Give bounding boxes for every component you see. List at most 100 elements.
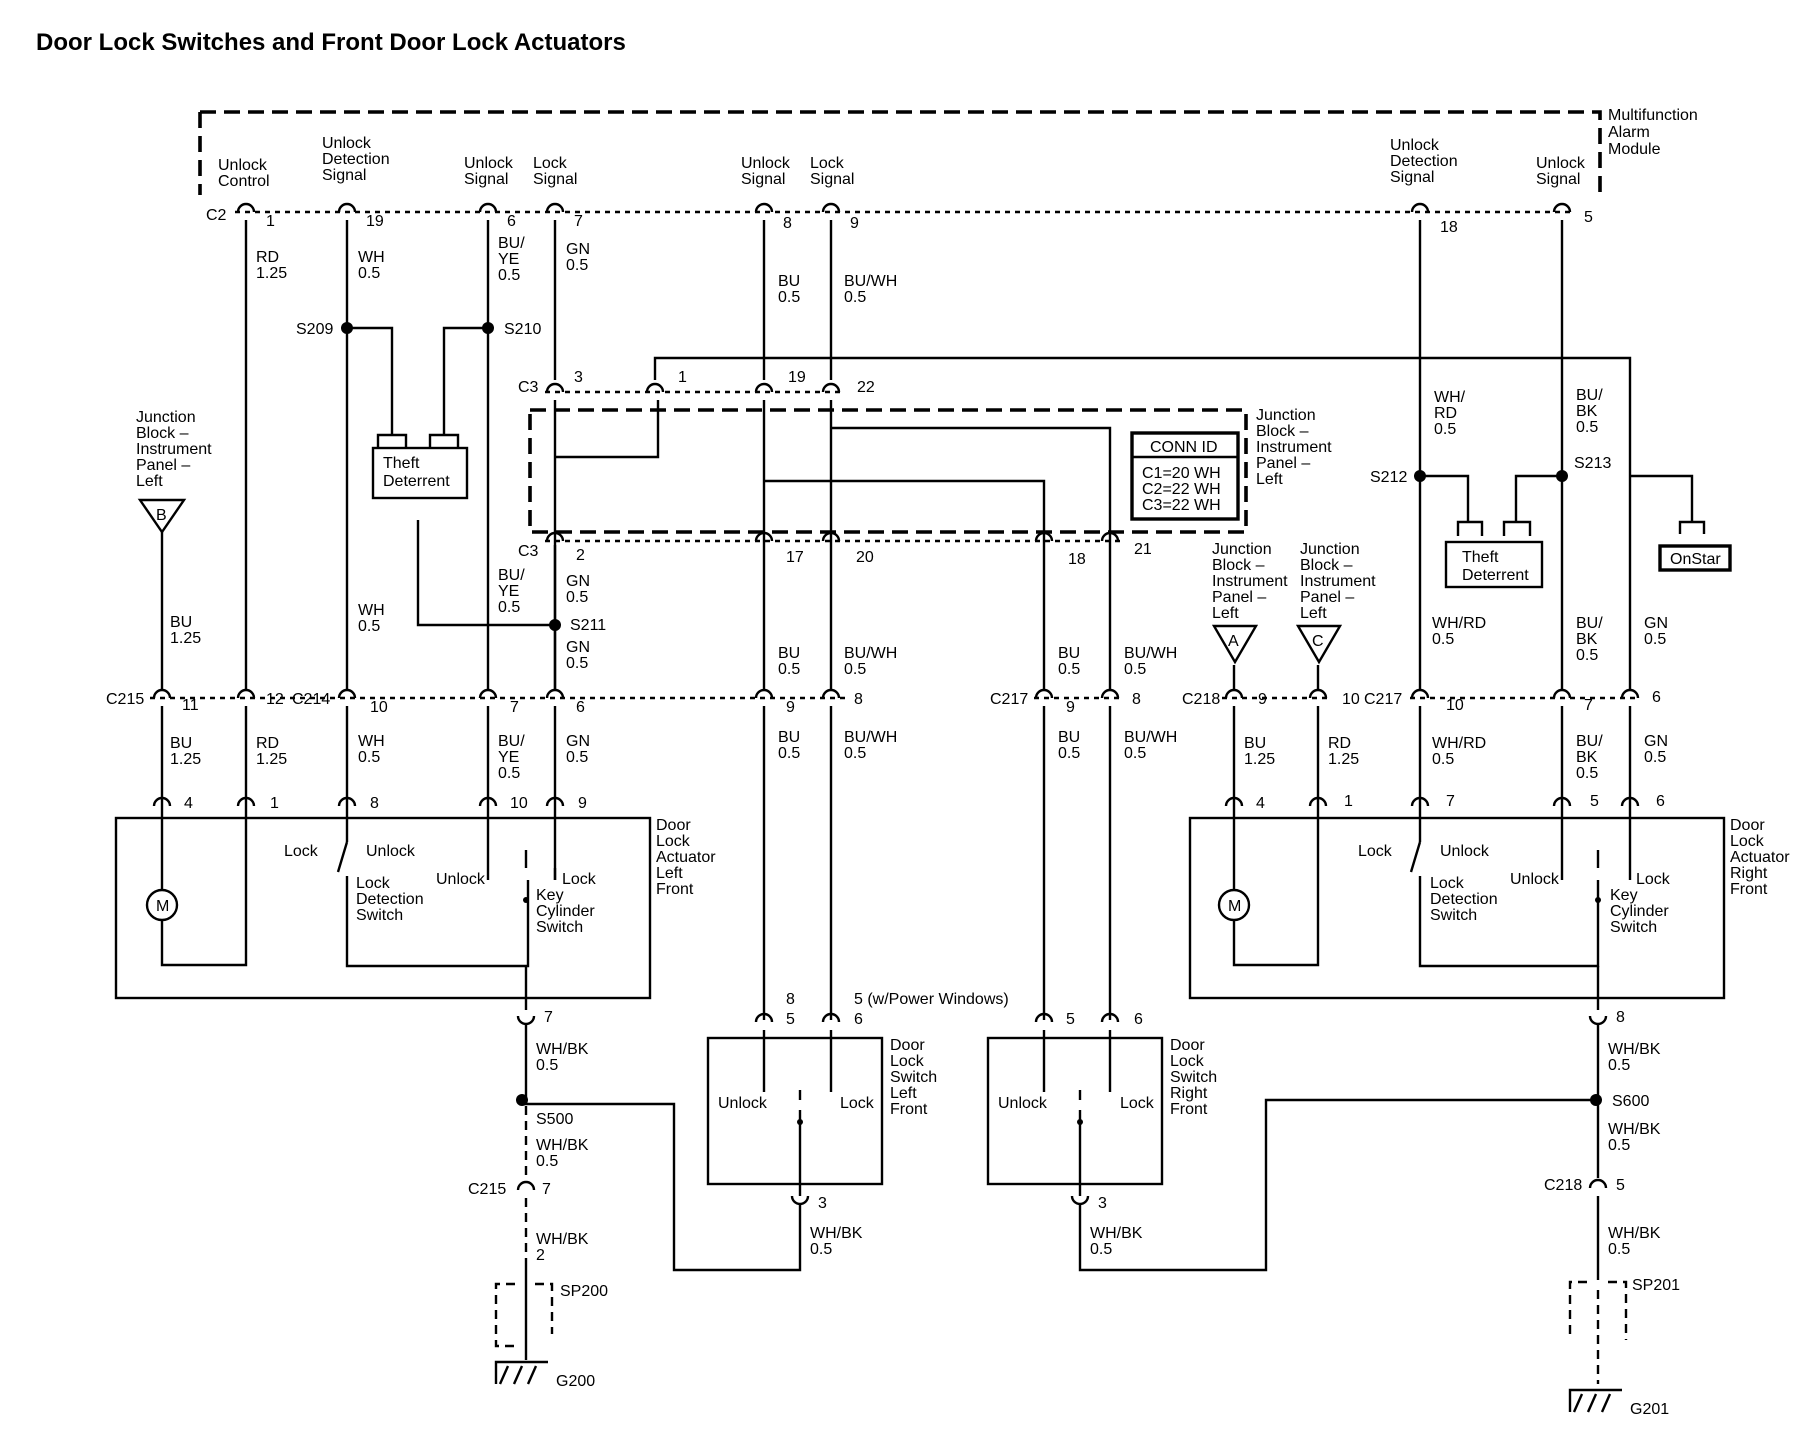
svg-text:11: 11 [182, 697, 199, 714]
svg-text:C215: C215 [468, 1181, 506, 1198]
svg-text:C217: C217 [1364, 691, 1402, 708]
svg-text:WH0.5: WH0.5 [358, 733, 385, 766]
c3-bottom-connector: C3 2 17 20 18 21 [518, 531, 1152, 568]
svg-text:Unlock: Unlock [366, 843, 416, 860]
svg-text:C3: C3 [518, 543, 539, 560]
svg-text:WH/BK0.5: WH/BK0.5 [536, 1041, 589, 1074]
svg-text:7: 7 [1446, 793, 1455, 810]
splice-s212: S212 [1370, 469, 1407, 486]
svg-text:BU0.5: BU0.5 [778, 729, 800, 762]
svg-text:Lock: Lock [562, 871, 597, 888]
svg-text:WH/RD0.5: WH/RD0.5 [1432, 615, 1486, 648]
svg-text:5: 5 [1066, 1011, 1075, 1028]
svg-text:C218: C218 [1182, 691, 1220, 708]
svg-text:OnStar: OnStar [1670, 551, 1721, 568]
conn-id-row-1: C1=20 WH [1142, 465, 1221, 482]
svg-text:3: 3 [818, 1195, 827, 1212]
svg-text:BU/WH0.5: BU/WH0.5 [844, 645, 897, 678]
svg-text:6: 6 [1656, 793, 1665, 810]
motor-left [145, 888, 179, 922]
svg-text:4: 4 [1256, 795, 1265, 812]
svg-text:BU0.5: BU0.5 [1058, 729, 1080, 762]
svg-text:GN0.5: GN0.5 [566, 241, 590, 274]
svg-text:6: 6 [1652, 689, 1661, 706]
svg-text:Lock: Lock [840, 1095, 875, 1112]
svg-text:6: 6 [854, 1011, 863, 1028]
svg-text:1: 1 [678, 369, 687, 386]
svg-text:7: 7 [574, 213, 583, 230]
svg-text:8: 8 [783, 215, 792, 232]
svg-text:3: 3 [574, 369, 583, 386]
svg-text:8: 8 [854, 691, 863, 708]
c2-pins: 1 19 6 7 8 9 18 5 [236, 202, 1593, 236]
svg-text:BU/WH0.5: BU/WH0.5 [1124, 645, 1177, 678]
svg-text:WH/BK0.5: WH/BK0.5 [1608, 1041, 1661, 1074]
svg-text:9: 9 [850, 215, 859, 232]
svg-text:Unlock: Unlock [718, 1095, 768, 1112]
splice-s213: S213 [1574, 455, 1611, 472]
svg-text:5: 5 [1584, 209, 1593, 226]
svg-text:WH/BK0.5: WH/BK0.5 [1608, 1225, 1661, 1258]
svg-text:8: 8 [1616, 1009, 1625, 1026]
svg-text:9: 9 [1258, 691, 1267, 708]
svg-text:C: C [1312, 633, 1324, 650]
svg-text:A: A [1228, 633, 1239, 650]
svg-text:7: 7 [542, 1181, 551, 1198]
svg-text:BU/BK0.5: BU/BK0.5 [1576, 615, 1603, 664]
svg-text:10: 10 [510, 795, 528, 812]
c3-top-connector: C3 3 1 19 22 [518, 369, 875, 396]
svg-text:6: 6 [1134, 1011, 1143, 1028]
svg-text:5: 5 [1590, 793, 1599, 810]
svg-text:WH/BK0.5: WH/BK0.5 [536, 1137, 589, 1170]
svg-text:19: 19 [788, 369, 806, 386]
svg-text:10: 10 [1446, 697, 1464, 714]
svg-text:SP201: SP201 [1632, 1277, 1680, 1294]
svg-text:BU1.25: BU1.25 [170, 614, 201, 647]
svg-text:18: 18 [1440, 219, 1458, 236]
svg-text:C215: C215 [106, 691, 144, 708]
svg-text:21: 21 [1134, 541, 1152, 558]
svg-text:19: 19 [366, 213, 384, 230]
svg-text:WH/BK0.5: WH/BK0.5 [1608, 1121, 1661, 1154]
svg-text:WH/RD0.5: WH/RD0.5 [1432, 735, 1486, 768]
module-name: Multifunction Alarm Module [1608, 107, 1702, 158]
svg-text:C218: C218 [1544, 1177, 1582, 1194]
svg-text:BU/WH0.5: BU/WH0.5 [844, 729, 897, 762]
svg-text:8: 8 [1132, 691, 1141, 708]
svg-text:BU0.5: BU0.5 [778, 273, 800, 306]
svg-text:S600: S600 [1612, 1093, 1649, 1110]
svg-text:G201: G201 [1630, 1401, 1669, 1418]
svg-text:C214: C214 [292, 691, 330, 708]
svg-text:Lock: Lock [1636, 871, 1671, 888]
conn-id-row-2: C2=22 WH [1142, 481, 1221, 498]
svg-text:BU/WH0.5: BU/WH0.5 [844, 273, 897, 306]
svg-text:RD1.25: RD1.25 [256, 735, 287, 768]
svg-text:BU1.25: BU1.25 [1244, 735, 1275, 768]
svg-text:C217: C217 [990, 691, 1028, 708]
splice-s209: S209 [296, 321, 333, 338]
svg-text:2: 2 [576, 547, 585, 564]
svg-text:6: 6 [507, 213, 516, 230]
svg-text:17: 17 [786, 549, 804, 566]
svg-text:RD1.25: RD1.25 [1328, 735, 1359, 768]
svg-text:GN0.5: GN0.5 [1644, 615, 1668, 648]
